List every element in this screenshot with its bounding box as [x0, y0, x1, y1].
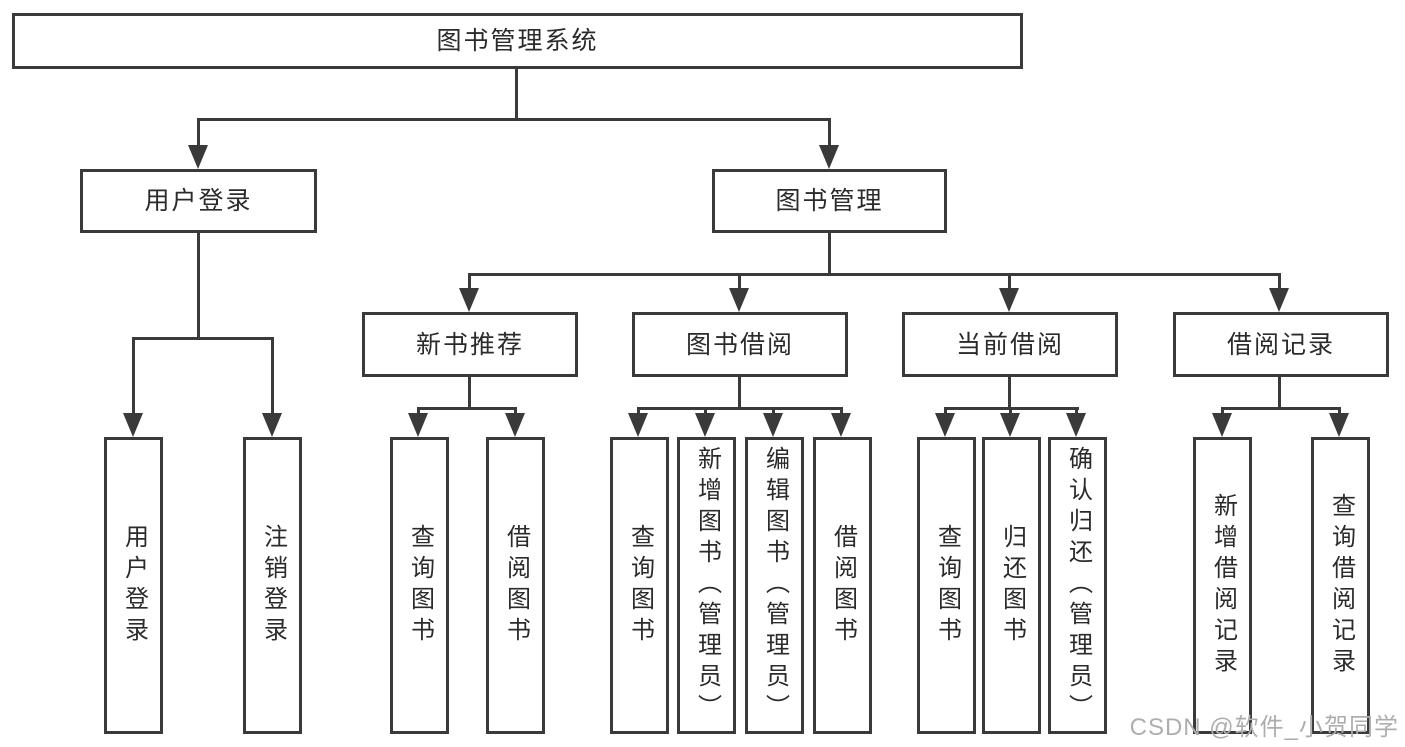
connector-drop-currentborrow — [1008, 273, 1011, 291]
leaf-cb-return-book: 归还图书 — [982, 437, 1041, 734]
arrowhead-to-cb-confirm — [1066, 413, 1086, 437]
leaf-nb-borrow-book: 借阅图书 — [486, 437, 545, 734]
arrowhead-to-borrow-records — [1269, 288, 1289, 312]
connector-bookmgmt-stem — [828, 233, 831, 273]
arrowhead-to-bb-borrow — [831, 413, 851, 437]
arrowhead-to-book-borrow — [729, 288, 749, 312]
node-borrow-records: 借阅记录 — [1173, 312, 1389, 377]
arrowhead-to-leaf-logout — [262, 413, 282, 437]
connector-root-stem — [515, 69, 518, 118]
arrowhead-to-bb-edit — [763, 413, 783, 437]
connector-drop-borrowrecords — [1278, 273, 1281, 291]
leaf-cb-query-book: 查询图书 — [917, 437, 976, 734]
node-root-library-system: 图书管理系统 — [12, 13, 1023, 69]
leaf-br-query-record: 查询借阅记录 — [1311, 437, 1370, 734]
leaf-logout: 注销登录 — [243, 437, 302, 734]
arrowhead-to-user-login — [188, 145, 208, 169]
connector-newbook-stem — [468, 377, 471, 407]
connector-bookborrow-drop3 — [772, 407, 775, 417]
connector-currentborrow-drop3 — [1075, 407, 1078, 417]
leaf-bb-query-book: 查询图书 — [610, 437, 669, 734]
connector-records-branch — [1221, 407, 1341, 410]
leaf-cb-confirm-return-admin: 确认归还（管理员） — [1048, 437, 1107, 734]
connector-bookborrow-drop4 — [840, 407, 843, 417]
leaf-br-add-record: 新增借阅记录 — [1193, 437, 1252, 734]
node-book-borrow: 图书借阅 — [632, 312, 848, 377]
connector-root-branch — [197, 118, 831, 121]
connector-root-left-drop — [197, 118, 200, 149]
connector-drop-newbook — [468, 273, 471, 291]
node-user-login: 用户登录 — [80, 169, 317, 233]
csdn-watermark: CSDN @软件_小贺同学 — [1129, 714, 1399, 741]
arrowhead-to-book-management — [819, 145, 839, 169]
node-current-borrow: 当前借阅 — [902, 312, 1118, 377]
arrowhead-to-cb-return — [1000, 413, 1020, 437]
leaf-nb-query-book: 查询图书 — [390, 437, 449, 734]
connector-newbook-drop2 — [514, 407, 517, 417]
connector-userlogin-left-drop — [132, 337, 135, 417]
connector-currentborrow-stem — [1008, 377, 1011, 407]
connector-bookmgmt-branch — [468, 273, 1281, 276]
arrowhead-to-bb-query — [628, 413, 648, 437]
connector-records-drop1 — [1221, 407, 1224, 417]
leaf-bb-edit-book-admin: 编辑图书（管理员） — [745, 437, 804, 734]
node-new-book-recommend: 新书推荐 — [362, 312, 578, 377]
arrowhead-to-leaf-user-login — [123, 413, 143, 437]
arrowhead-to-new-book-recommend — [459, 288, 479, 312]
connector-currentborrow-drop2 — [1009, 407, 1012, 417]
arrowhead-to-nb-query — [408, 413, 428, 437]
arrowhead-to-bb-add — [695, 413, 715, 437]
arrowhead-to-cb-query — [935, 413, 955, 437]
connector-currentborrow-drop1 — [944, 407, 947, 417]
leaf-user-login: 用户登录 — [104, 437, 163, 734]
leaf-bb-borrow-book: 借阅图书 — [813, 437, 872, 734]
connector-drop-bookborrow — [738, 273, 741, 291]
connector-userlogin-branch — [132, 337, 274, 340]
connector-newbook-branch — [417, 407, 517, 410]
connector-userlogin-stem — [197, 233, 200, 337]
node-book-management: 图书管理 — [712, 169, 947, 233]
connector-records-stem — [1278, 377, 1281, 407]
connector-userlogin-right-drop — [271, 337, 274, 417]
connector-bookborrow-branch — [637, 407, 843, 410]
leaf-bb-add-book-admin: 新增图书（管理员） — [677, 437, 736, 734]
connector-bookborrow-stem — [738, 377, 741, 407]
arrowhead-to-br-query — [1329, 413, 1349, 437]
connector-bookborrow-drop2 — [704, 407, 707, 417]
connector-bookborrow-drop1 — [637, 407, 640, 417]
connector-newbook-drop1 — [417, 407, 420, 417]
arrowhead-to-current-borrow — [999, 288, 1019, 312]
arrowhead-to-nb-borrow — [505, 413, 525, 437]
connector-records-drop2 — [1338, 407, 1341, 417]
arrowhead-to-br-add — [1212, 413, 1232, 437]
connector-root-right-drop — [828, 118, 831, 149]
